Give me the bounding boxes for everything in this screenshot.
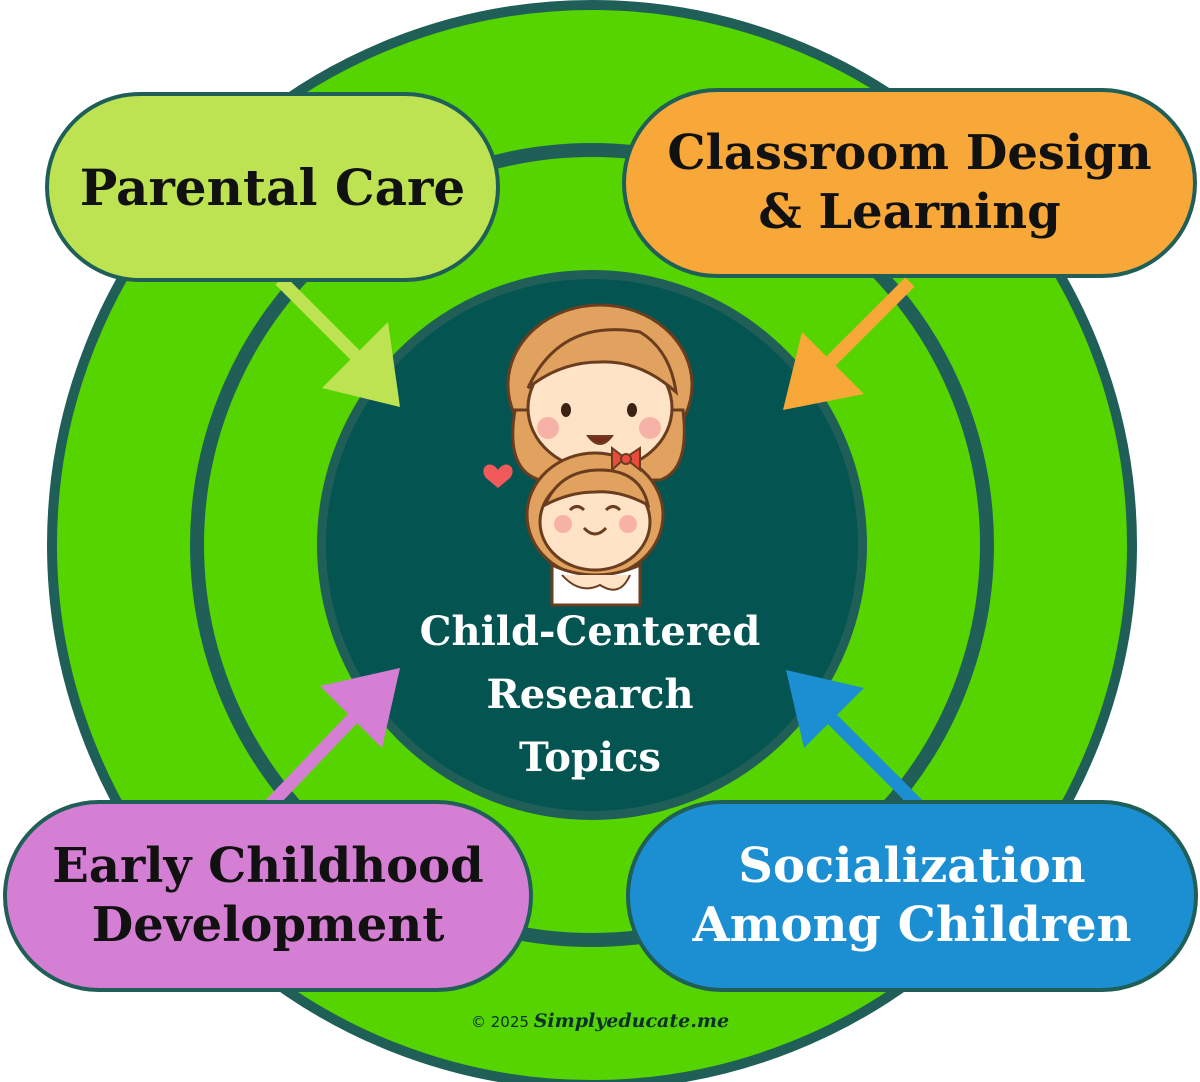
- node-classroom-design-learning: Classroom Design & Learning: [622, 88, 1197, 278]
- center-title-line: Research: [486, 671, 694, 718]
- node-socialization-among-children: Socialization Among Children: [626, 800, 1198, 992]
- brand-name: Simplyeducate.me: [533, 1010, 730, 1032]
- arrow-early: [265, 668, 400, 810]
- mother-and-child-hug-icon: [483, 303, 694, 607]
- node-label: Development: [91, 897, 445, 953]
- node-early-childhood-development: Early Childhood Development: [3, 800, 533, 992]
- node-label: & Learning: [758, 184, 1061, 240]
- node-label: Classroom Design: [667, 125, 1152, 182]
- middle-ring-line: [190, 143, 994, 947]
- copyright-text: © 2025: [470, 1013, 529, 1031]
- copyright-footer: © 2025 Simplyeducate.me: [440, 1010, 760, 1032]
- center-title-line: Child-Centered: [419, 608, 761, 655]
- node-label: Among Children: [692, 897, 1132, 953]
- arrow-social: [786, 670, 923, 810]
- node-parental-care: Parental Care: [45, 92, 500, 282]
- node-label: Socialization: [738, 838, 1086, 895]
- node-label: Parental Care: [79, 157, 466, 217]
- center-title: Child-Centered Research Topics: [370, 600, 810, 789]
- center-title-line: Topics: [519, 734, 661, 781]
- arrow-classroom: [783, 277, 915, 410]
- arrow-parental: [275, 275, 400, 407]
- node-label: Early Childhood: [52, 838, 484, 895]
